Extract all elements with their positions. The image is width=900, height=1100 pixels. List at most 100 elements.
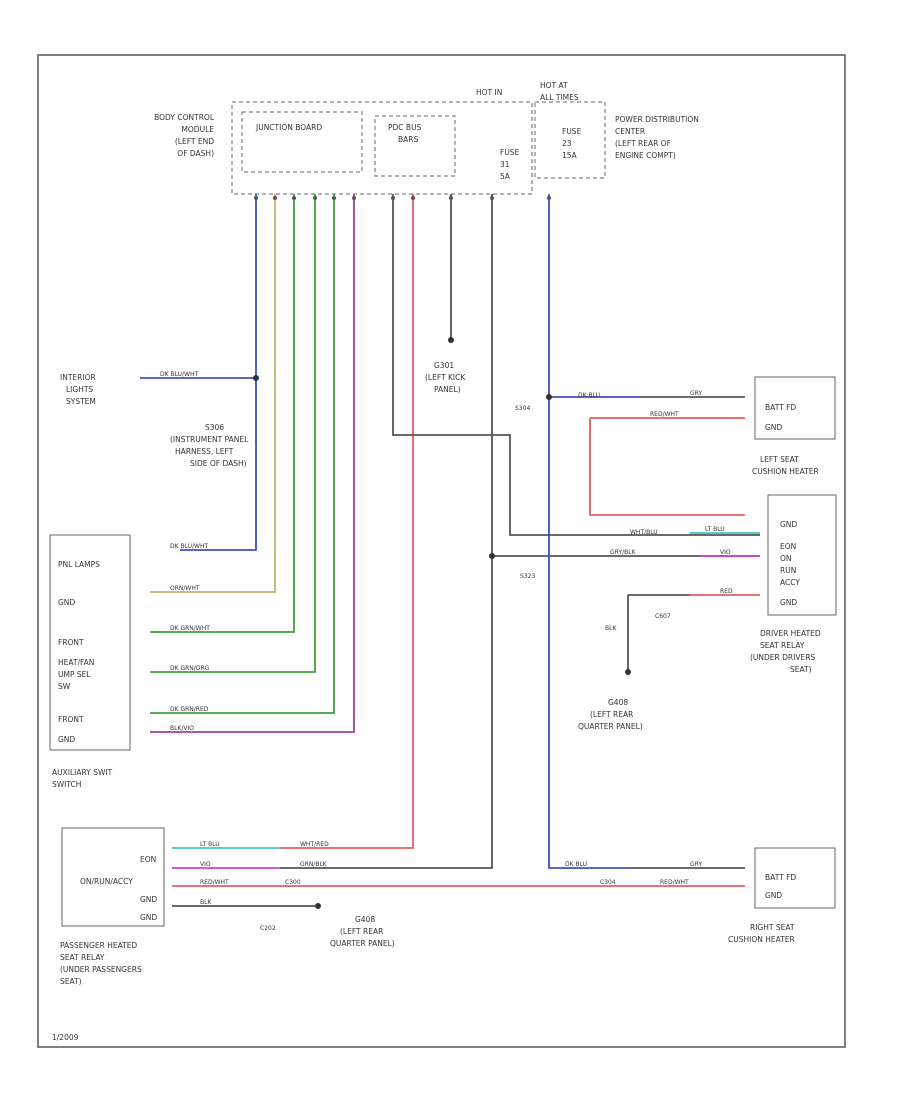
ground-g408-pass xyxy=(315,903,321,909)
pass-relay-label-4: SEAT) xyxy=(60,977,82,986)
connector-c300-label: C300 xyxy=(285,879,301,886)
aux-pin-5: UMP SEL xyxy=(58,670,91,679)
pw-label-6: GRN/BLK xyxy=(300,861,328,868)
wire-dk-grn-org xyxy=(150,194,316,673)
wire-orn-wht xyxy=(150,194,276,593)
splice-s306 xyxy=(253,375,259,381)
wire-dk-blu-wht xyxy=(180,194,257,551)
aux-wire-label-4: DK GRN/ORG xyxy=(170,665,210,672)
right-heater-label-2: CUSHION HEATER xyxy=(728,935,795,944)
fuse2-label-3: 15A xyxy=(562,151,578,160)
g408-driver-label-3: QUARTER PANEL) xyxy=(578,722,643,731)
hot-in-label: HOT IN xyxy=(476,88,502,97)
g408-driver-label-1: G408 xyxy=(608,698,628,707)
ip-harness-label-4: SIDE OF DASH) xyxy=(190,459,247,468)
g301-label-1: G301 xyxy=(434,361,454,370)
wire-wht-red xyxy=(280,194,414,849)
left-seat-heater: BATT FD GND DK BLU GRY RED/WHT LEFT SEAT… xyxy=(515,376,836,516)
pass-relay-label-1: PASSENGER HEATED xyxy=(60,941,137,950)
power-distribution-center: HOT IN HOT AT ALL TIMES FUSE 31 5A FUSE … xyxy=(476,81,699,181)
driver-relay-label-3: (UNDER DRIVERS xyxy=(750,653,815,662)
right-heater-pin-1: BATT FD xyxy=(765,873,796,882)
aux-wire-label-1: DK BLU/WHT xyxy=(170,543,208,550)
driver-pin-2: EON xyxy=(780,542,796,551)
aux-switch-label-2: SWITCH xyxy=(52,780,81,789)
driver-pin-1: GND xyxy=(780,520,797,529)
driver-heated-seat-relay: GND EON ON RUN ACCY GND WHT/BLU LT BLU G… xyxy=(489,494,837,731)
ip-harness-label-2: (INSTRUMENT PANEL xyxy=(170,435,249,444)
hot-at-label-2: ALL TIMES xyxy=(540,93,579,102)
fuse1-label-1: FUSE xyxy=(500,148,520,157)
g408-pass-label-1: G408 xyxy=(355,915,375,924)
fuse2-label-1: FUSE xyxy=(562,127,582,136)
driver-relay-label-4: SEAT) xyxy=(790,665,812,674)
left-heater-pin-2: GND xyxy=(765,423,782,432)
aux-wire-label-6: BLK/VIO xyxy=(170,725,194,732)
connector-c607-label: C607 xyxy=(655,613,671,620)
right-seat-heater: BATT FD GND DK BLU GRY RED/WHT RIGHT SEA… xyxy=(565,847,836,944)
fuse1-label-2: 31 xyxy=(500,160,510,169)
pass-pin-4: GND xyxy=(140,913,157,922)
wire-dk-grn-wht xyxy=(150,194,295,633)
driver-pin-4: RUN xyxy=(780,566,796,575)
driver-relay-label-1: DRIVER HEATED xyxy=(760,629,821,638)
g408-driver-label-2: (LEFT REAR xyxy=(590,710,633,719)
interior-lights-label-1: INTERIOR xyxy=(60,373,96,382)
fuse2-label-2: 23 xyxy=(562,139,572,148)
wire-blk-vio xyxy=(150,194,355,733)
dr-wire-label-6: BLK xyxy=(605,625,617,632)
bcm-label-1: BODY CONTROL xyxy=(154,113,215,122)
pw-label-3: RED/WHT xyxy=(200,879,229,886)
connector-c304-label: C304 xyxy=(600,879,616,886)
wire-label-dk-blu-wht: DK BLU/WHT xyxy=(160,371,198,378)
g408-pass-label-2: (LEFT REAR xyxy=(340,927,383,936)
pdc-outline xyxy=(534,101,606,179)
aux-pin-8: GND xyxy=(58,735,75,744)
splice-s304 xyxy=(546,394,552,400)
lh-wire-label-3: RED/WHT xyxy=(650,411,679,418)
wire-grn-blk xyxy=(280,194,493,869)
splice-s323-label: S323 xyxy=(520,573,535,580)
ip-harness-label-3: HARNESS, LEFT xyxy=(175,447,234,456)
right-heater-pin-2: GND xyxy=(765,891,782,900)
pw-label-1: LT BLU xyxy=(200,841,220,848)
lh-wire-label-1: DK BLU xyxy=(578,392,600,399)
aux-pin-6: SW xyxy=(58,682,71,691)
driver-relay-label-2: SEAT RELAY xyxy=(760,641,805,650)
right-heater-box xyxy=(754,847,836,909)
fuse1-label-3: 5A xyxy=(500,172,511,181)
driver-pin-5: ACCY xyxy=(780,578,800,587)
aux-pin-7: FRONT xyxy=(58,715,84,724)
aux-switch-box xyxy=(49,534,131,751)
pdc-label-2: CENTER xyxy=(615,127,645,136)
wire-gry-blk-relay xyxy=(392,194,580,536)
aux-pin-1: PNL LAMPS xyxy=(58,560,100,569)
left-heater-pin-1: BATT FD xyxy=(765,403,796,412)
interior-lights-label-2: LIGHTS xyxy=(66,385,93,394)
bcm-wires xyxy=(150,194,640,869)
rh-wire-label-1: DK BLU xyxy=(565,861,587,868)
dr-wire-label-1: WHT/BLU xyxy=(630,529,658,536)
pdc-bus-label-1: PDC BUS xyxy=(388,123,422,132)
pass-pin-1: EON xyxy=(140,855,156,864)
rh-wire-label-2: GRY xyxy=(690,861,702,868)
pdc-label-1: POWER DISTRIBUTION xyxy=(615,115,699,124)
pass-relay-label-3: (UNDER PASSENGERS xyxy=(60,965,142,974)
driver-relay-box xyxy=(767,494,837,616)
splice-s304-label: S304 xyxy=(515,405,530,412)
pdc-label-3: (LEFT REAR OF xyxy=(615,139,671,148)
dr-wire-label-2: LT BLU xyxy=(705,526,725,533)
auxiliary-switch: PNL LAMPS GND FRONT HEAT/FAN UMP SEL SW … xyxy=(49,534,210,789)
wire-dk-grn-red xyxy=(150,194,335,714)
bcm-label-4: OF DASH) xyxy=(177,149,214,158)
pass-relay-label-2: SEAT RELAY xyxy=(60,953,105,962)
aux-pin-2: GND xyxy=(58,598,75,607)
interior-lights-system: INTERIOR LIGHTS SYSTEM DK BLU/WHT S306 (… xyxy=(60,371,259,468)
aux-pin-3: FRONT xyxy=(58,638,84,647)
aux-wire-label-3: DK GRN/WHT xyxy=(170,625,210,632)
aux-pin-4: HEAT/FAN xyxy=(58,658,94,667)
bcm-label-2: MODULE xyxy=(181,125,214,134)
left-heater-box xyxy=(754,376,836,440)
junction-board-label: JUNCTION BOARD xyxy=(255,123,322,132)
